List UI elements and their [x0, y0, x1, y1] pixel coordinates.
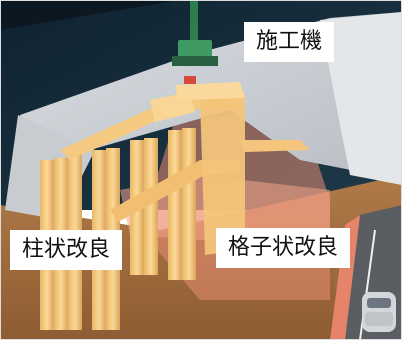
- car: [362, 292, 396, 332]
- construction-machine: [172, 0, 218, 84]
- grid-improvement-walls: [60, 82, 310, 255]
- label-construction-machine: 施工機: [244, 22, 335, 62]
- label-column-improvement: 柱状改良: [10, 230, 123, 270]
- label-grid-improvement: 格子状改良: [216, 228, 351, 268]
